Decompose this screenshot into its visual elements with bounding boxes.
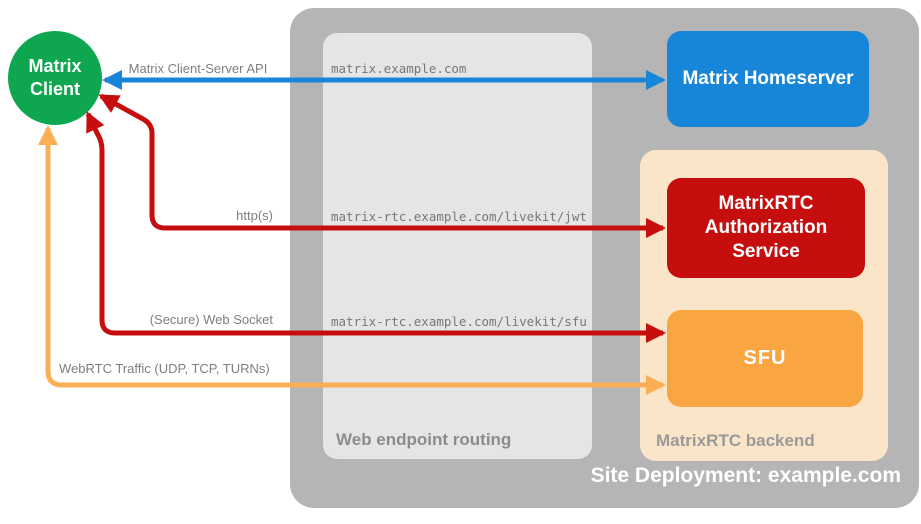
sfu-label: SFU [743, 347, 787, 369]
route-url-livekit-jwt: matrix-rtc.example.com/livekit/jwt [331, 209, 587, 224]
site-deployment-label: Site Deployment: example.com [590, 464, 901, 487]
matrix-client-label-line2: Client [29, 79, 80, 99]
sfu-node: SFU [667, 310, 863, 407]
web-endpoint-routing-label: Web endpoint routing [336, 430, 512, 449]
connection-label-webrtc-traffic: WebRTC Traffic (UDP, TCP, TURNs) [59, 361, 270, 376]
connection-label-https: http(s) [236, 208, 273, 223]
matrixrtc-authorization-service-label: MatrixRTC Authorization Service [704, 193, 828, 262]
route-url-livekit-sfu: matrix-rtc.example.com/livekit/sfu [331, 314, 587, 329]
route-url-matrix: matrix.example.com [331, 61, 467, 76]
matrixrtc-backend-label: MatrixRTC backend [656, 431, 815, 450]
matrix-client-label-line1: Matrix [28, 55, 82, 76]
connection-label-web-socket: (Secure) Web Socket [149, 312, 273, 327]
web-endpoint-routing-container: Web endpoint routing [323, 33, 592, 459]
matrix-homeserver-label: Matrix Homeserver [682, 68, 854, 89]
matrix-homeserver-node: Matrix Homeserver [667, 31, 869, 127]
matrixrtc-authorization-service-node: MatrixRTC Authorization Service [667, 178, 865, 278]
connection-label-client-server-api: Matrix Client-Server API [128, 61, 268, 76]
matrix-client-node: Matrix Client [8, 31, 102, 125]
